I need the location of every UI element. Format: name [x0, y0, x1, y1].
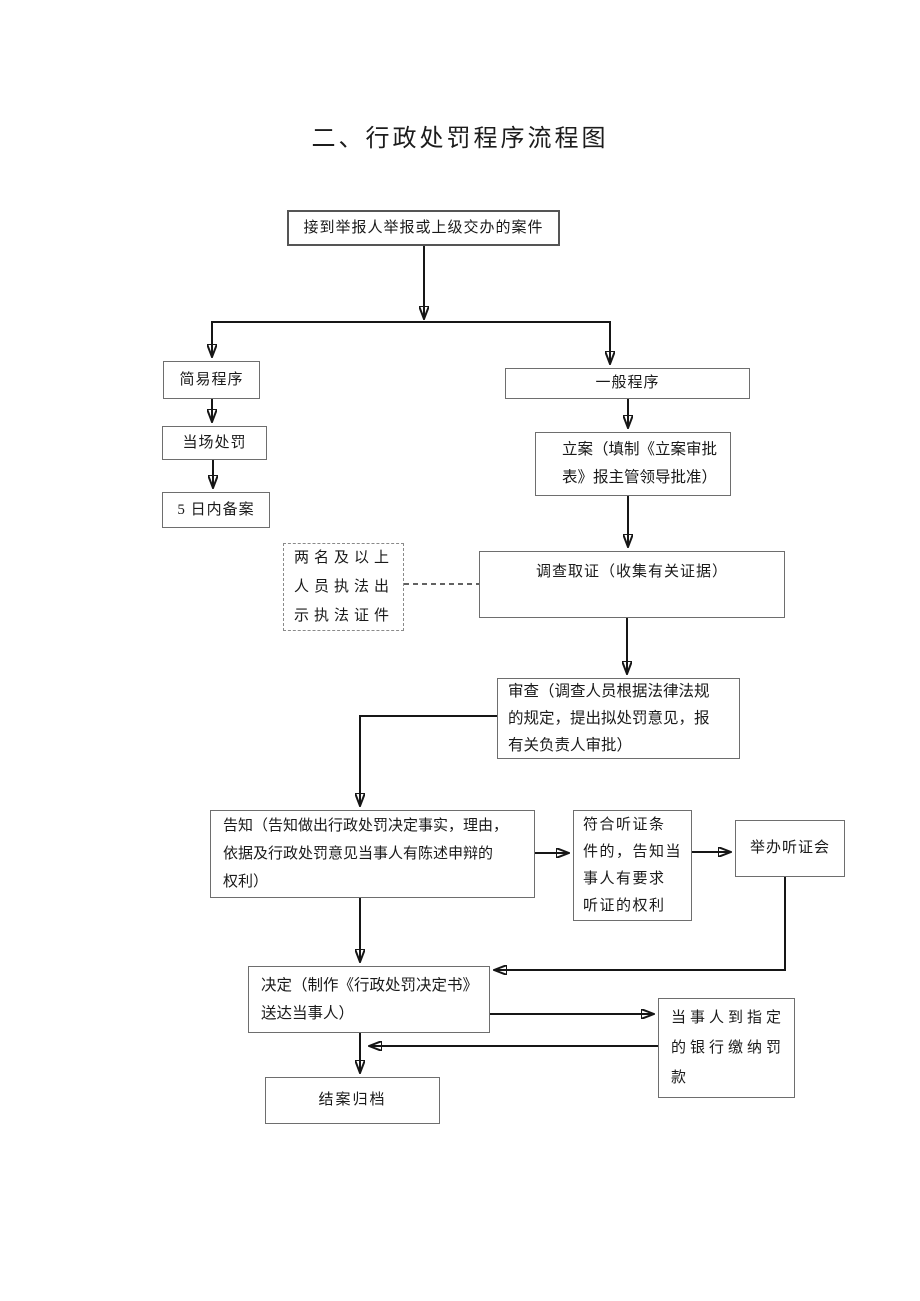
node-bank-payment-label: 当事人到指定 的银行缴纳罚 款 — [671, 1010, 786, 1086]
node-bank-payment: 当事人到指定 的银行缴纳罚 款 — [658, 998, 795, 1098]
node-case-closed: 结案归档 — [265, 1077, 440, 1124]
node-filing-5days-label: 5 日内备案 — [177, 501, 255, 518]
node-decision: 决定（制作《行政处罚决定书》 送达当事人） — [248, 966, 490, 1033]
node-case-closed-label: 结案归档 — [318, 1092, 387, 1109]
node-hold-hearing-label: 举办听证会 — [749, 840, 830, 857]
node-filing-5days: 5 日内备案 — [162, 492, 270, 528]
node-onsite-penalty-label: 当场处罚 — [182, 434, 247, 451]
node-general-procedure: 一般程序 — [505, 368, 750, 399]
page-title: 二、行政处罚程序流程图 — [311, 126, 609, 152]
node-case-filing: 立案（填制《立案审批 表》报主管领导批准） — [535, 432, 731, 496]
node-report: 接到举报人举报或上级交办的案件 — [287, 210, 560, 246]
edge-holdhearing-to-decision — [495, 877, 786, 970]
node-notification: 告知（告知做出行政处罚决定事实，理由， 依据及行政处罚意见当事人有陈述申辩的 权… — [210, 810, 535, 898]
node-report-label: 接到举报人举报或上级交办的案件 — [303, 219, 544, 236]
node-simple-procedure: 简易程序 — [163, 361, 260, 399]
node-case-filing-label: 立案（填制《立案审批 表》报主管领导批准） — [562, 441, 718, 486]
node-hold-hearing: 举办听证会 — [735, 820, 845, 877]
node-investigation: 调查取证（收集有关证据） — [479, 551, 785, 618]
node-onsite-penalty: 当场处罚 — [162, 426, 267, 460]
node-hearing-condition: 符合听证条 件的，告知当 事人有要求 听证的权利 — [573, 810, 692, 921]
node-decision-label: 决定（制作《行政处罚决定书》 送达当事人） — [261, 976, 479, 1022]
node-simple-procedure-label: 简易程序 — [179, 371, 244, 388]
node-investigation-label: 调查取证（收集有关证据） — [535, 564, 728, 580]
node-hearing-condition-label: 符合听证条 件的，告知当 事人有要求 听证的权利 — [583, 816, 683, 914]
node-law-enforcement-note-label: 两名及以上 人员执法出 示执法证件 — [294, 549, 395, 624]
node-notification-label: 告知（告知做出行政处罚决定事实，理由， 依据及行政处罚意见当事人有陈述申辩的 权… — [223, 818, 509, 890]
node-review-label: 审查（调查人员根据法律法规 的规定，提出拟处罚意见，报 有关负责人审批） — [508, 683, 710, 754]
node-general-procedure-label: 一般程序 — [595, 375, 660, 392]
node-review: 审查（调查人员根据法律法规 的规定，提出拟处罚意见，报 有关负责人审批） — [497, 678, 740, 759]
edge-review-to-notify — [360, 715, 497, 805]
node-law-enforcement-note: 两名及以上 人员执法出 示执法证件 — [283, 543, 404, 631]
